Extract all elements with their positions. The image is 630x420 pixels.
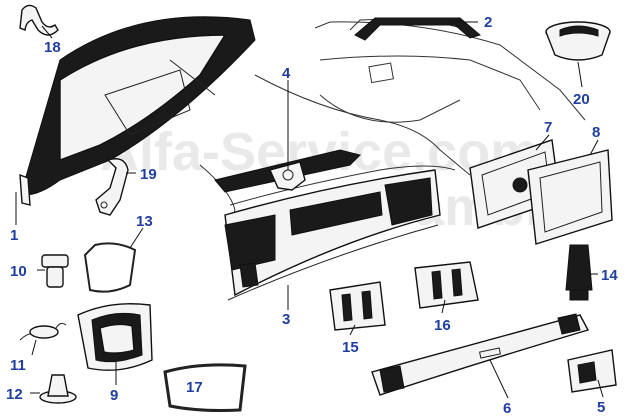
part-12-grommet — [39, 374, 77, 404]
label-8: 8 — [592, 124, 600, 141]
label-15: 15 — [342, 339, 359, 356]
label-5: 5 — [597, 399, 605, 416]
label-20: 20 — [573, 91, 590, 108]
label-6: 6 — [503, 400, 511, 417]
part-16-flap — [414, 261, 479, 309]
part-2-seal — [354, 17, 482, 41]
part-14-rubber-stop — [565, 244, 593, 301]
part-15-flap — [329, 281, 386, 331]
part-3-front-panel — [224, 169, 441, 301]
label-4: 4 — [282, 65, 291, 82]
part-1-hood — [19, 16, 256, 206]
part-9-headlight-bucket — [77, 303, 153, 371]
label-3: 3 — [282, 311, 290, 328]
label-7: 7 — [544, 119, 552, 136]
label-12: 12 — [6, 386, 23, 403]
label-14: 14 — [601, 267, 618, 284]
label-9: 9 — [110, 387, 118, 404]
label-19: 19 — [140, 166, 157, 183]
part-5-corner — [567, 349, 617, 393]
part-6-bumper — [371, 313, 590, 396]
label-1: 1 — [10, 227, 18, 244]
part-10-plug — [41, 254, 69, 288]
label-11: 11 — [10, 357, 26, 374]
part-11-spring — [19, 322, 67, 341]
leader-lines — [15, 21, 604, 399]
part-17-seal — [163, 363, 247, 412]
label-10: 10 — [10, 263, 27, 280]
label-2: 2 — [484, 14, 492, 31]
part-8-frame — [527, 149, 613, 245]
part-4-panel — [214, 149, 361, 193]
part-labels: 1 2 3 4 5 6 7 8 9 10 11 12 13 14 15 16 1… — [6, 14, 618, 417]
part-19-hinge — [95, 158, 129, 216]
label-13: 13 — [136, 213, 153, 230]
label-16: 16 — [434, 317, 451, 334]
part-18-clip — [19, 4, 59, 36]
part-13-spring-wire — [83, 242, 137, 293]
label-18: 18 — [44, 39, 61, 56]
label-17: 17 — [186, 379, 203, 396]
part-20-tray — [545, 21, 611, 61]
